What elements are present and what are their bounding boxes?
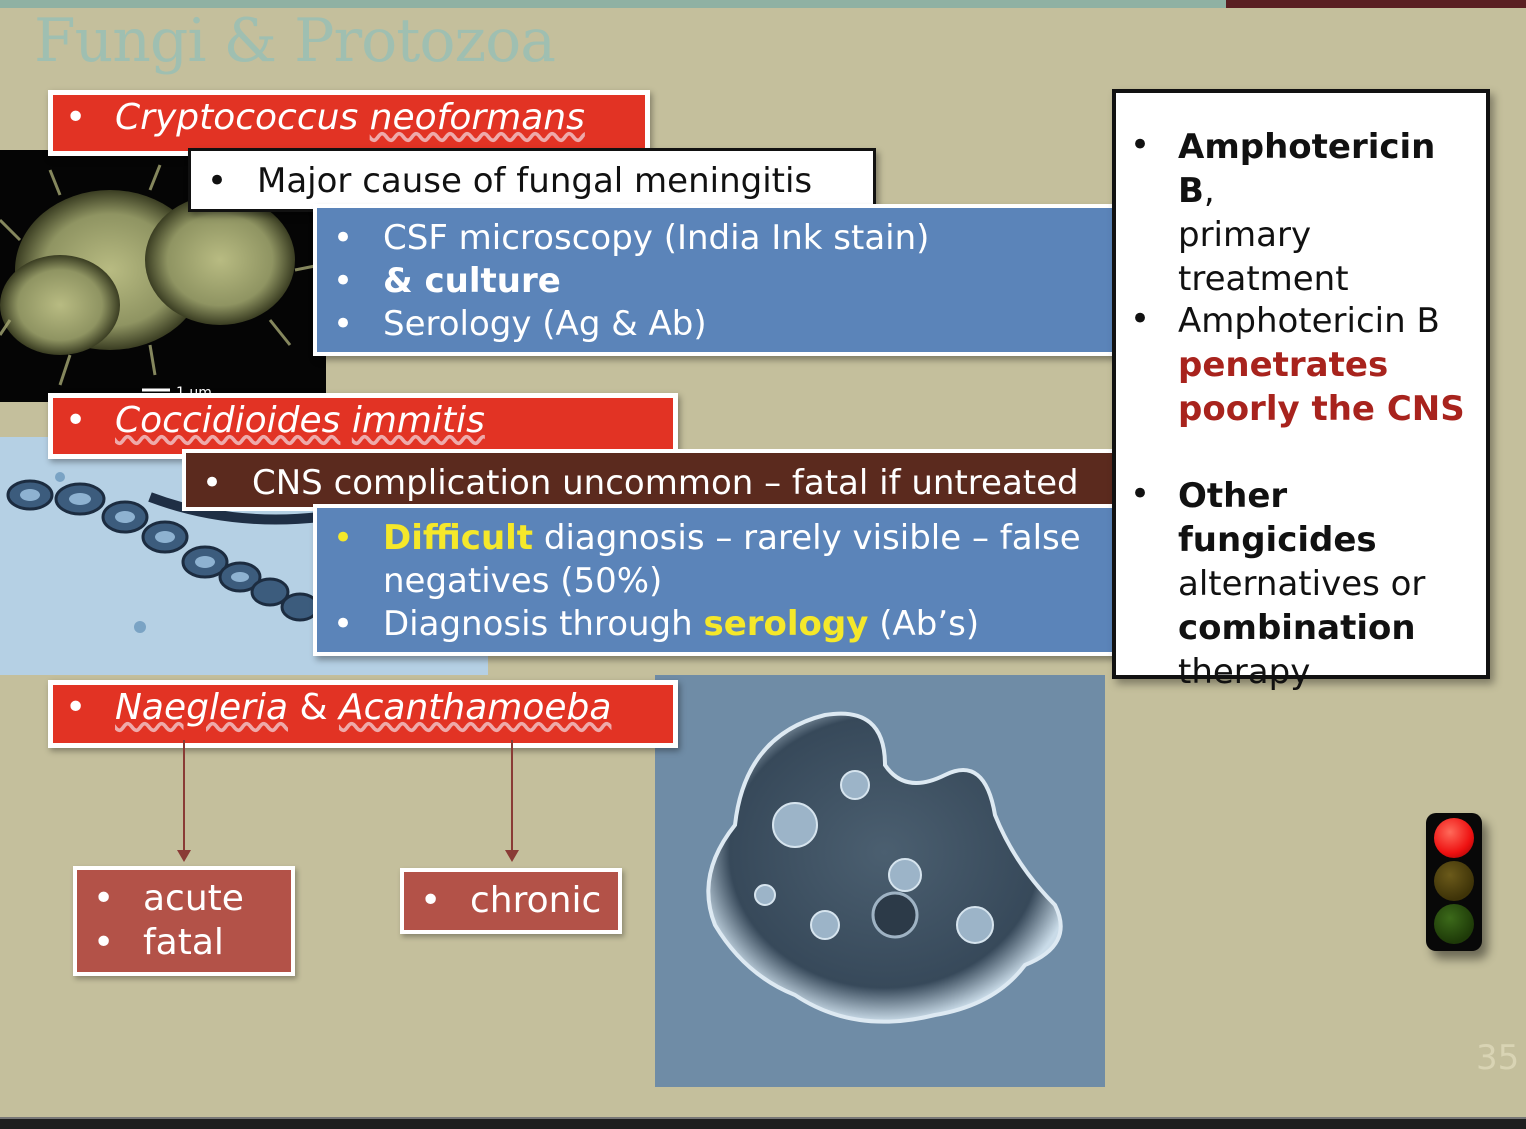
chronic-box: • chronic: [400, 868, 622, 934]
acute-box: • acute • fatal: [73, 866, 295, 976]
treatment-other-fungicides: Other fungicides: [1178, 476, 1377, 560]
cryptococcus-genus: Cryptococcus: [115, 97, 359, 138]
bullet: •: [333, 518, 354, 558]
diagnostic-item: Serology (Ag & Ab): [383, 304, 707, 344]
coccidioides-subtitle-box: • CNS complication uncommon – fatal if un…: [182, 449, 1122, 511]
bullet: •: [333, 604, 354, 644]
amoeba-illustration: [655, 675, 1105, 1087]
acute-label: acute: [143, 878, 244, 919]
diagnostic-item: & culture: [383, 261, 561, 301]
treatment-alternatives: alternatives or: [1178, 564, 1426, 604]
bullet: •: [1130, 474, 1151, 514]
serology-highlight: serology: [703, 604, 869, 644]
fatal-label: fatal: [143, 922, 224, 963]
green-light-icon: [1434, 904, 1474, 944]
bottom-bar: [0, 1117, 1526, 1129]
comma: ,: [1203, 171, 1215, 211]
cryptococcus-illustration: 1 µm: [0, 164, 321, 401]
arrow-head-acute: [177, 850, 191, 862]
naegleria-label: Naegleria: [115, 687, 289, 728]
acanthamoeba-label: Acanthamoeba: [338, 687, 612, 728]
coccidioides-genus: Coccidioides: [115, 400, 341, 441]
top-accent-bar: [0, 0, 1526, 8]
treatment-combination: combination: [1178, 608, 1416, 648]
cryptococcus-subtitle: Major cause of fungal meningitis: [257, 161, 813, 201]
bullet: •: [65, 400, 87, 441]
slide-title: Fungi & Protozoa: [34, 6, 556, 76]
red-light-icon: [1434, 818, 1474, 858]
coccidioides-species: immitis: [351, 400, 485, 441]
diagnostic-item: CSF microscopy (India Ink stain): [383, 218, 930, 258]
treatment-treatment: treatment: [1178, 259, 1349, 299]
yellow-light-icon: [1434, 861, 1474, 901]
naegleria-heading: • Naegleria & Acanthamoeba: [48, 680, 678, 748]
coccidioides-diagnostics-box: • Difficult diagnosis – rarely visible – …: [313, 504, 1125, 656]
bullet: •: [93, 922, 115, 963]
treatment-penetrates: penetrates: [1178, 345, 1389, 385]
arrow-to-acute: [183, 740, 185, 852]
cryptococcus-heading: • Cryptococcus neoformans: [48, 90, 650, 156]
bullet: •: [202, 463, 223, 503]
bullet: •: [1130, 299, 1151, 339]
cryptococcus-subtitle-box: • Major cause of fungal meningitis: [188, 148, 876, 212]
diagnosis-text-line2: negatives (50%): [383, 561, 663, 601]
cryptococcus-species: neoformans: [369, 97, 585, 138]
arrow-head-chronic: [505, 850, 519, 862]
coccidioides-subtitle: CNS complication uncommon – fatal if unt…: [252, 463, 1079, 503]
ampersand: &: [288, 687, 339, 728]
bullet: •: [207, 161, 228, 201]
diagnosis-text: Diagnosis through: [383, 604, 704, 644]
treatment-therapy: therapy: [1178, 652, 1311, 692]
amoeba-image: [655, 675, 1105, 1087]
diagnosis-text: (Ab’s): [868, 604, 980, 644]
diagnosis-text: diagnosis – rarely visible – false: [533, 518, 1081, 558]
bullet: •: [1130, 125, 1151, 165]
treatment-box: • Amphotericin B, primary treatment • Am…: [1112, 89, 1490, 692]
bullet: •: [93, 878, 115, 919]
arrow-to-chronic: [511, 740, 513, 852]
treatment-poorly-cns: poorly the CNS: [1178, 389, 1465, 429]
bullet: •: [65, 687, 87, 728]
difficult-highlight: Difficult: [383, 518, 534, 558]
bullet: •: [333, 304, 354, 344]
cryptococcus-diagnostics-box: • CSF microscopy (India Ink stain) • & cul…: [313, 204, 1125, 356]
traffic-light-icon: [1426, 813, 1482, 951]
treatment-primary: primary: [1178, 215, 1312, 255]
bullet: •: [420, 880, 442, 921]
slide-number: 35: [1476, 1038, 1520, 1078]
top-accent-bar-right: [1226, 0, 1526, 8]
treatment-amphotericin: Amphotericin B: [1178, 301, 1440, 341]
chronic-label: chronic: [470, 880, 602, 921]
bullet: •: [333, 218, 354, 258]
treatment-amphotericin-bold: Amphotericin B: [1178, 127, 1436, 211]
bullet: •: [65, 97, 87, 138]
bullet: •: [333, 261, 354, 301]
